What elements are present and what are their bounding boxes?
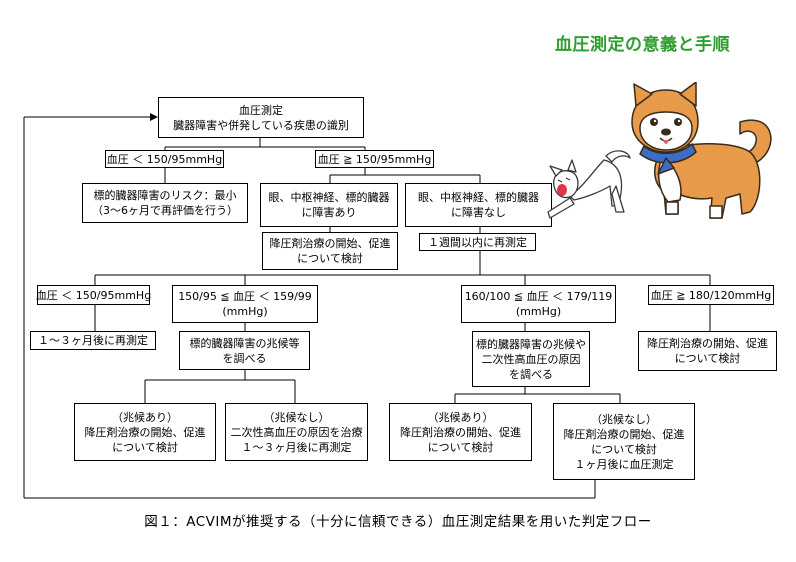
node-remeasure-1-3: １〜３ヶ月後に再測定 (30, 331, 156, 350)
node-bp-low: 血圧 ＜ 150/95mmHg (105, 150, 224, 168)
stretching-cat-icon (547, 150, 631, 219)
node-text-line: 標的臓器障害の兆候等 (189, 336, 300, 350)
node-text-line: （兆候なし） (591, 412, 657, 426)
node-signs-yes-2: （兆候あり）降圧剤治療の開始、促進について検討 (389, 403, 532, 461)
node-text-line: 標的臓器障害のリスク：最小 (93, 189, 237, 202)
node-text-line: 150/95 ≦ 血圧 ＜ 159/99 (178, 290, 312, 303)
node-text-line: を調べる (509, 367, 553, 381)
node-treat-high: 降圧剤治療の開始、促進について検討 (638, 331, 777, 371)
node-range-mid2: 160/100 ≦ 血圧 ＜ 179/119 (mmHg) (461, 285, 616, 323)
node-text-line: 160/100 ≦ 血圧 ＜ 179/119 (464, 290, 613, 303)
node-damage-no: 眼、中枢神経、標的臓器に障害なし (405, 183, 552, 227)
shiba-dog-icon (631, 82, 772, 219)
node-text-line: を調べる (222, 351, 267, 365)
node-text-line: 降圧剤治療の開始、促進 (647, 337, 768, 350)
node-start: 血圧測定臓器障害や併発している疾患の識別 (158, 97, 364, 138)
node-text-line: 降圧剤治療の開始、促進 (84, 425, 206, 439)
node-range-mid1: 150/95 ≦ 血圧 ＜ 159/99 (mmHg) (172, 285, 318, 323)
figure-caption: 図１：ACVIMが推奨する（十分に信頼できる）血圧測定結果を用いた判定フロー (144, 514, 652, 530)
node-text-line: 臓器障害や併発している疾患の識別 (173, 118, 349, 132)
node-text-line: について検討 (591, 442, 657, 456)
node-text-line: １ヶ月後に血圧測定 (574, 457, 674, 471)
node-text-line: （兆候あり） (112, 410, 178, 424)
node-text-line: について検討 (674, 352, 741, 365)
node-text-line: 血圧 ≧ 180/120mmHg (650, 288, 772, 302)
node-text-line: に障害なし (451, 206, 506, 219)
node-text-line: 血圧 ≧ 150/95mmHg (317, 152, 432, 166)
node-check-signs-cause: 標的臓器障害の兆候や二次性高血圧の原因を調べる (472, 331, 590, 387)
node-text-line: 血圧 ＜ 150/95mmHg (35, 288, 152, 302)
node-text-line: について検討 (427, 440, 494, 454)
node-text-line: 降圧剤治療の開始、促進 (563, 427, 685, 441)
node-text-line: 眼、中枢神経、標的臓器 (418, 191, 539, 204)
node-text-line: （兆候あり） (427, 410, 494, 424)
node-remeasure-week: １週間以内に再測定 (419, 233, 536, 251)
node-text-line: １週間以内に再測定 (428, 235, 527, 249)
node-text-line: （兆候なし） (263, 410, 330, 424)
node-text-line: 降圧剤治療の開始、促進 (400, 425, 521, 439)
node-text-line: 眼、中枢神経、標的臓器 (268, 191, 390, 204)
node-text-line: 血圧 ＜ 150/95mmHg (106, 152, 223, 166)
page-title: 血圧測定の意義と手順 (555, 35, 730, 55)
node-text-line: １〜３ヶ月後に再測定 (241, 440, 352, 454)
node-text-line: 標的臓器障害の兆候や (476, 337, 586, 351)
node-range-high: 血圧 ≧ 180/120mmHg (648, 285, 774, 305)
node-check-signs: 標的臓器障害の兆候等を調べる (179, 331, 310, 370)
node-damage-yes: 眼、中枢神経、標的臓器に障害あり (260, 183, 398, 227)
node-text-line: 二次性高血圧の原因を治療 (230, 425, 363, 439)
node-signs-yes-1: （兆候あり）降圧剤治療の開始、促進について検討 (74, 403, 216, 461)
node-text-line: １〜３ヶ月後に再測定 (38, 334, 148, 347)
node-range-low: 血圧 ＜ 150/95mmHg (35, 285, 152, 305)
node-text-line: （3〜6ヶ月で再評価を行う） (92, 204, 238, 217)
node-text-line: 血圧測定 (239, 103, 283, 117)
node-treat-1: 降圧剤治療の開始、促進について検討 (262, 232, 398, 270)
node-text-line: 降圧剤治療の開始、促進 (269, 237, 391, 250)
node-text-line: について検討 (112, 440, 178, 454)
node-text-line: について検討 (297, 252, 363, 265)
node-bp-high: 血圧 ≧ 150/95mmHg (315, 150, 434, 168)
node-text-line: 二次性高血圧の原因 (481, 352, 581, 366)
node-text-line: (mmHg) (515, 305, 562, 318)
node-text-line: に障害あり (301, 206, 357, 219)
node-text-line: (mmHg) (222, 305, 268, 318)
node-risk-min: 標的臓器障害のリスク：最小 （3〜6ヶ月で再評価を行う） (82, 183, 248, 223)
